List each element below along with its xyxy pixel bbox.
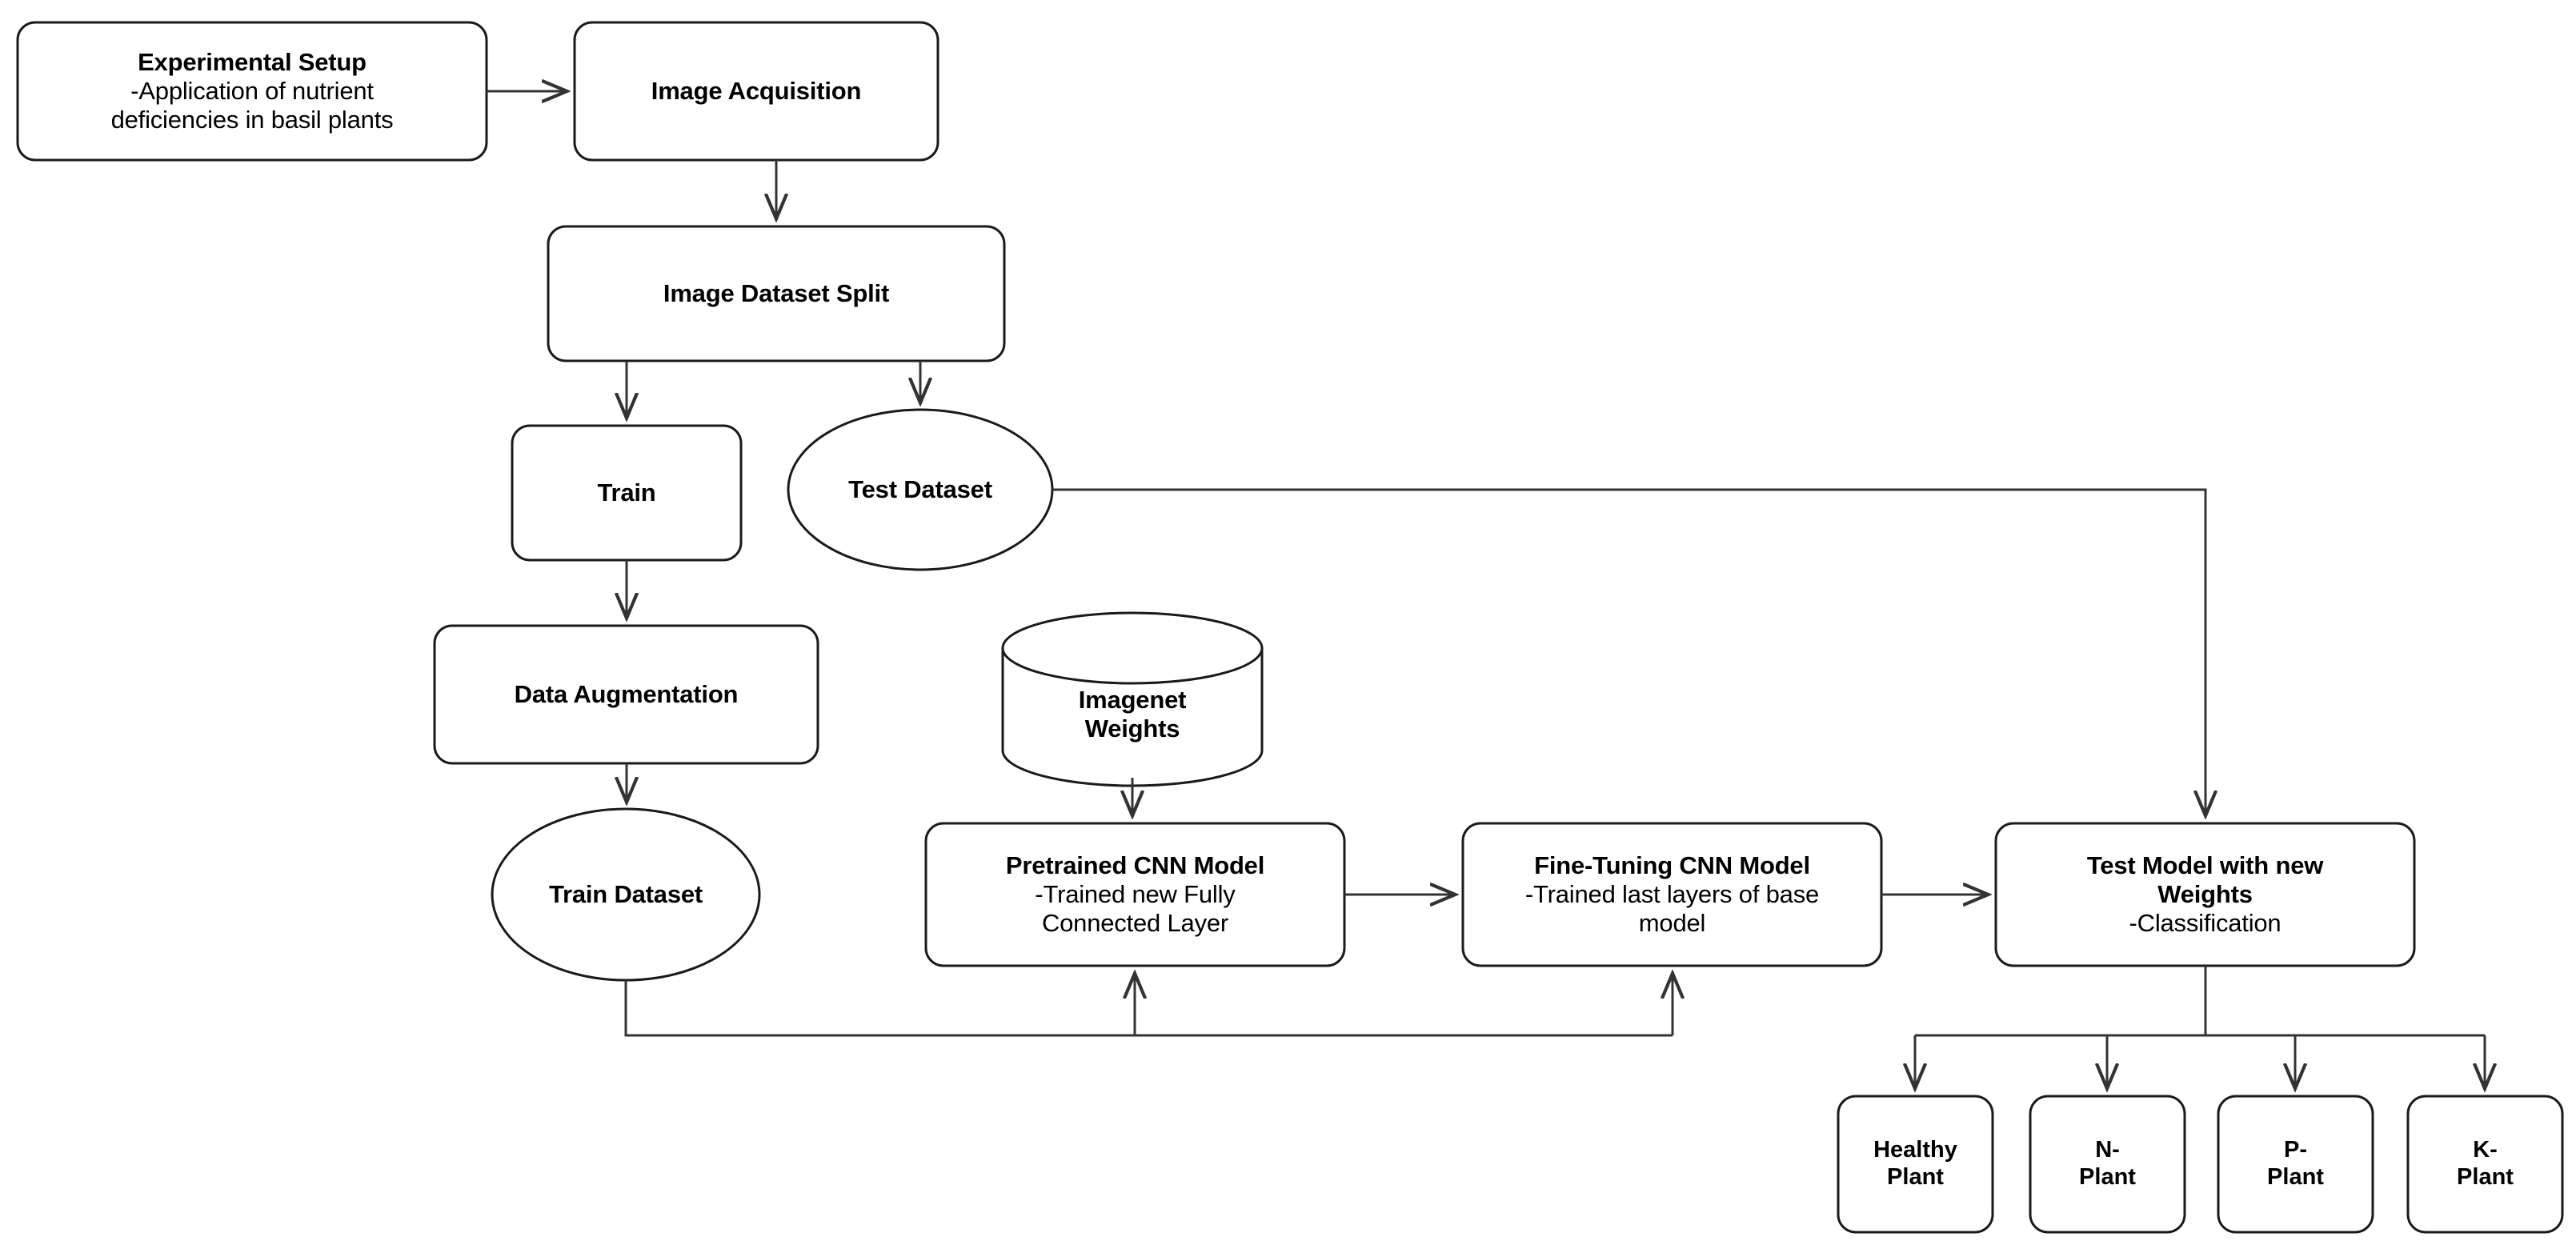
edge-train-dataset-bus: [624, 980, 1673, 1037]
edge-test-dataset-to-test-model: [1052, 488, 2205, 815]
node-n-plant[interactable]: [2029, 1095, 2186, 1234]
node-test-model[interactable]: [1994, 822, 2416, 967]
node-test-dataset[interactable]: [787, 408, 1054, 571]
node-imagenet-weights[interactable]: [1001, 611, 1264, 787]
node-image-acquisition[interactable]: [573, 21, 939, 162]
node-k-plant[interactable]: [2406, 1095, 2564, 1234]
node-p-plant[interactable]: [2217, 1095, 2374, 1234]
node-fine-tuning-cnn[interactable]: [1461, 822, 1883, 967]
node-pretrained-cnn[interactable]: [924, 822, 1346, 967]
node-experimental-setup[interactable]: [16, 21, 488, 162]
node-image-dataset-split[interactable]: [547, 225, 1006, 362]
node-train-dataset[interactable]: [491, 807, 761, 982]
node-healthy-plant[interactable]: [1837, 1095, 1994, 1234]
edge-test-model-bus: [1915, 966, 2485, 1037]
node-train[interactable]: [511, 424, 743, 562]
node-data-augmentation[interactable]: [433, 624, 819, 765]
